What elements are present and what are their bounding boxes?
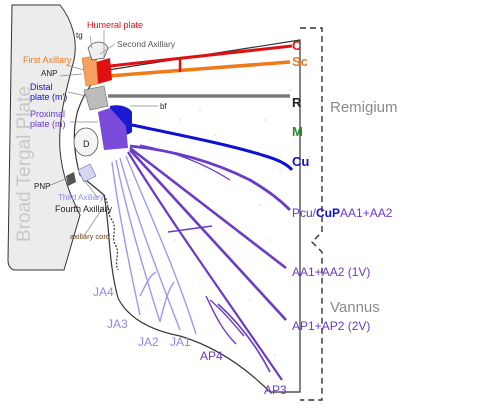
d-label: D bbox=[83, 139, 90, 149]
c-label: C bbox=[292, 38, 302, 53]
pnp-label: PNP bbox=[34, 182, 50, 191]
ap3-label: AP3 bbox=[264, 383, 287, 397]
cubitus-vein bbox=[131, 123, 294, 171]
fourth-axillary bbox=[66, 172, 76, 186]
second-axillary bbox=[87, 41, 109, 61]
ap4-label: AP4 bbox=[200, 349, 223, 363]
ja2-label: JA2 bbox=[138, 335, 159, 349]
ap-branch-vein bbox=[209, 299, 245, 337]
d-sclerite bbox=[73, 127, 99, 157]
distal-plate bbox=[83, 85, 109, 111]
subcosta-vein bbox=[107, 60, 291, 78]
label-leader-lines bbox=[47, 30, 158, 237]
aa1-aa2-crossvein bbox=[167, 225, 213, 233]
first-axillary bbox=[81, 55, 99, 87]
ap1-ap2-vein bbox=[129, 149, 287, 321]
third-axillary-label: Third Axillary bbox=[58, 193, 104, 202]
fourth-axillary-label: Fourth Axillary bbox=[55, 204, 113, 214]
costa-vein bbox=[109, 44, 293, 68]
tergal-plate bbox=[7, 4, 81, 271]
r-label: R bbox=[292, 95, 302, 110]
anp-label: ANP bbox=[41, 69, 57, 78]
m-label: M bbox=[292, 124, 303, 139]
ap3-vein bbox=[127, 151, 283, 381]
first-axillary-label: First Axillary bbox=[23, 55, 72, 65]
region-bracket bbox=[300, 27, 323, 401]
pcu-cup-label: Pcu/CuPAA1+AA2 bbox=[292, 206, 393, 220]
ja3-label: JA3 bbox=[107, 317, 128, 331]
vannus-label: Vannus bbox=[330, 299, 380, 316]
ja4-label: JA4 bbox=[93, 285, 114, 299]
pcu-cup-upper-vein bbox=[139, 144, 231, 181]
cu-label: Cu bbox=[292, 154, 309, 169]
ap4-vein bbox=[205, 295, 237, 345]
ja1-label: JA1 bbox=[170, 335, 191, 349]
ap1-ap2-2v-label: AP1+AP2 (2V) bbox=[292, 319, 370, 333]
aa1-aa2-1v-vein bbox=[129, 146, 287, 270]
sc-label: Sc bbox=[292, 54, 308, 69]
axillary-cord-label: axillary cord bbox=[70, 232, 110, 241]
anal-veins bbox=[127, 144, 291, 381]
humeral-plate-label: Humeral plate bbox=[87, 20, 143, 30]
tg-label: tg bbox=[76, 31, 83, 40]
second-axillary-label: Second Axillary bbox=[117, 39, 176, 49]
ap-branch-vein-2 bbox=[217, 303, 271, 373]
broad-tergal-plate-label: Broad Tergal Plate bbox=[14, 86, 35, 242]
remigium-label: Remigium bbox=[330, 99, 398, 116]
aa1-aa2-1v-label: AA1+AA2 (1V) bbox=[292, 265, 370, 279]
third-axillary bbox=[77, 163, 97, 183]
jugal-veins bbox=[111, 155, 197, 335]
wing-base-sclerites bbox=[66, 41, 132, 186]
bf-label: bf bbox=[160, 102, 167, 111]
proximal-plate bbox=[98, 108, 128, 150]
humeral-plate bbox=[96, 58, 112, 84]
